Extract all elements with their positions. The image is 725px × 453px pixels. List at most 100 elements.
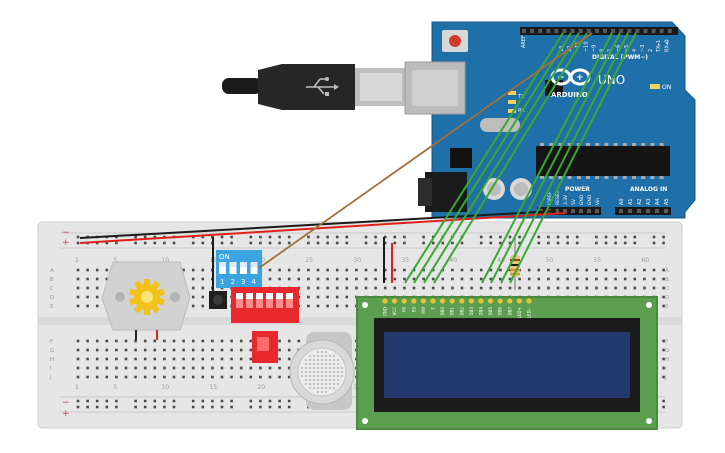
breadboard-hole[interactable] bbox=[134, 357, 137, 361]
rail-hole[interactable] bbox=[489, 241, 493, 245]
breadboard-hole[interactable] bbox=[76, 357, 80, 361]
breadboard-hole[interactable] bbox=[335, 286, 339, 290]
rail-hole[interactable] bbox=[595, 241, 598, 245]
breadboard-hole[interactable] bbox=[479, 268, 483, 272]
breadboard-hole[interactable] bbox=[595, 286, 598, 290]
digital-pin-hole[interactable] bbox=[594, 29, 599, 33]
breadboard-hole[interactable] bbox=[556, 277, 560, 281]
breadboard-hole[interactable] bbox=[508, 286, 512, 290]
breadboard-hole[interactable] bbox=[249, 339, 253, 343]
breadboard-hole[interactable] bbox=[345, 277, 349, 281]
rail-hole[interactable] bbox=[268, 399, 272, 403]
breadboard-hole[interactable] bbox=[643, 286, 646, 290]
rail-hole[interactable] bbox=[249, 399, 253, 403]
breadboard-hole[interactable] bbox=[124, 339, 128, 343]
breadboard-hole[interactable] bbox=[307, 277, 310, 281]
breadboard-hole[interactable] bbox=[566, 286, 569, 290]
breadboard-hole[interactable] bbox=[287, 366, 291, 370]
breadboard-hole[interactable] bbox=[105, 339, 109, 343]
wire-brown-switch[interactable] bbox=[258, 32, 593, 269]
breadboard-hole[interactable] bbox=[614, 268, 617, 272]
rail-hole[interactable] bbox=[115, 235, 118, 239]
rail-hole[interactable] bbox=[76, 235, 80, 239]
breadboard-hole[interactable] bbox=[191, 366, 195, 370]
breadboard-hole[interactable] bbox=[316, 304, 320, 308]
rail-hole[interactable] bbox=[537, 235, 541, 239]
breadboard-hole[interactable] bbox=[470, 268, 473, 272]
breadboard-hole[interactable] bbox=[633, 277, 637, 281]
breadboard-hole[interactable] bbox=[662, 348, 665, 352]
breadboard-hole[interactable] bbox=[393, 277, 397, 281]
wire-green[interactable] bbox=[509, 32, 637, 284]
digital-pin-hole[interactable] bbox=[538, 29, 543, 33]
breadboard-hole[interactable] bbox=[86, 348, 89, 352]
breadboard-hole[interactable] bbox=[431, 286, 435, 290]
rail-hole[interactable] bbox=[143, 405, 147, 409]
breadboard-hole[interactable] bbox=[95, 277, 99, 281]
breadboard-hole[interactable] bbox=[403, 277, 406, 281]
breadboard-hole[interactable] bbox=[489, 268, 493, 272]
rail-hole[interactable] bbox=[172, 241, 176, 245]
wire-green[interactable] bbox=[423, 32, 580, 284]
breadboard-hole[interactable] bbox=[499, 277, 502, 281]
breadboard-hole[interactable] bbox=[393, 286, 397, 290]
rail-hole[interactable] bbox=[345, 235, 349, 239]
breadboard-hole[interactable] bbox=[191, 286, 195, 290]
breadboard-hole[interactable] bbox=[297, 339, 301, 343]
red-dip-knob[interactable] bbox=[256, 293, 263, 299]
breadboard-hole[interactable] bbox=[268, 375, 272, 379]
breadboard-hole[interactable] bbox=[345, 268, 349, 272]
rail-hole[interactable] bbox=[326, 241, 329, 245]
breadboard-hole[interactable] bbox=[431, 277, 435, 281]
breadboard-hole[interactable] bbox=[287, 348, 291, 352]
rail-hole[interactable] bbox=[153, 241, 157, 245]
rail-hole[interactable] bbox=[393, 241, 397, 245]
breadboard-hole[interactable] bbox=[633, 268, 637, 272]
breadboard-hole[interactable] bbox=[182, 357, 185, 361]
rail-hole[interactable] bbox=[364, 241, 368, 245]
breadboard-hole[interactable] bbox=[95, 357, 99, 361]
breadboard-hole[interactable] bbox=[355, 268, 358, 272]
analog-pin-hole[interactable] bbox=[637, 209, 641, 213]
breadboard-hole[interactable] bbox=[489, 286, 493, 290]
breadboard-hole[interactable] bbox=[287, 339, 291, 343]
breadboard-hole[interactable] bbox=[374, 268, 377, 272]
breadboard-hole[interactable] bbox=[451, 286, 454, 290]
rail-hole[interactable] bbox=[134, 235, 137, 239]
breadboard-hole[interactable] bbox=[230, 357, 233, 361]
breadboard-hole[interactable] bbox=[134, 339, 137, 343]
power-pin-hole[interactable] bbox=[571, 209, 575, 213]
breadboard-hole[interactable] bbox=[652, 268, 656, 272]
arduino-board[interactable]: ON TX RX − + ARDUINO UNO 1312~11~10~987~… bbox=[404, 21, 696, 219]
rail-hole[interactable] bbox=[662, 399, 665, 403]
rail-hole[interactable] bbox=[134, 405, 137, 409]
analog-pin-hole[interactable] bbox=[646, 209, 650, 213]
breadboard-hole[interactable] bbox=[604, 268, 608, 272]
digital-pin-hole[interactable] bbox=[651, 29, 656, 33]
red-dip-slot[interactable] bbox=[286, 293, 293, 308]
breadboard-hole[interactable] bbox=[537, 268, 541, 272]
dip-toggle-knob[interactable] bbox=[240, 262, 247, 267]
rail-hole[interactable] bbox=[383, 241, 387, 245]
breadboard-hole[interactable] bbox=[662, 286, 665, 290]
rail-hole[interactable] bbox=[326, 235, 329, 239]
breadboard-hole[interactable] bbox=[249, 375, 253, 379]
breadboard-hole[interactable] bbox=[124, 375, 128, 379]
breadboard-hole[interactable] bbox=[662, 295, 665, 299]
breadboard-hole[interactable] bbox=[76, 268, 80, 272]
rail-hole[interactable] bbox=[307, 241, 310, 245]
breadboard-hole[interactable] bbox=[163, 339, 166, 343]
breadboard-hole[interactable] bbox=[115, 339, 118, 343]
rail-hole[interactable] bbox=[662, 405, 665, 409]
red-dip-knob[interactable] bbox=[286, 293, 293, 299]
breadboard-hole[interactable] bbox=[383, 268, 387, 272]
rail-hole[interactable] bbox=[518, 235, 521, 239]
rail-hole[interactable] bbox=[249, 405, 253, 409]
lcd-pin[interactable] bbox=[401, 298, 407, 304]
red-dip-knob[interactable] bbox=[276, 293, 283, 299]
power-pin-hole[interactable] bbox=[555, 209, 559, 213]
rail-hole[interactable] bbox=[268, 241, 272, 245]
breadboard-hole[interactable] bbox=[566, 277, 569, 281]
breadboard-hole[interactable] bbox=[335, 304, 339, 308]
